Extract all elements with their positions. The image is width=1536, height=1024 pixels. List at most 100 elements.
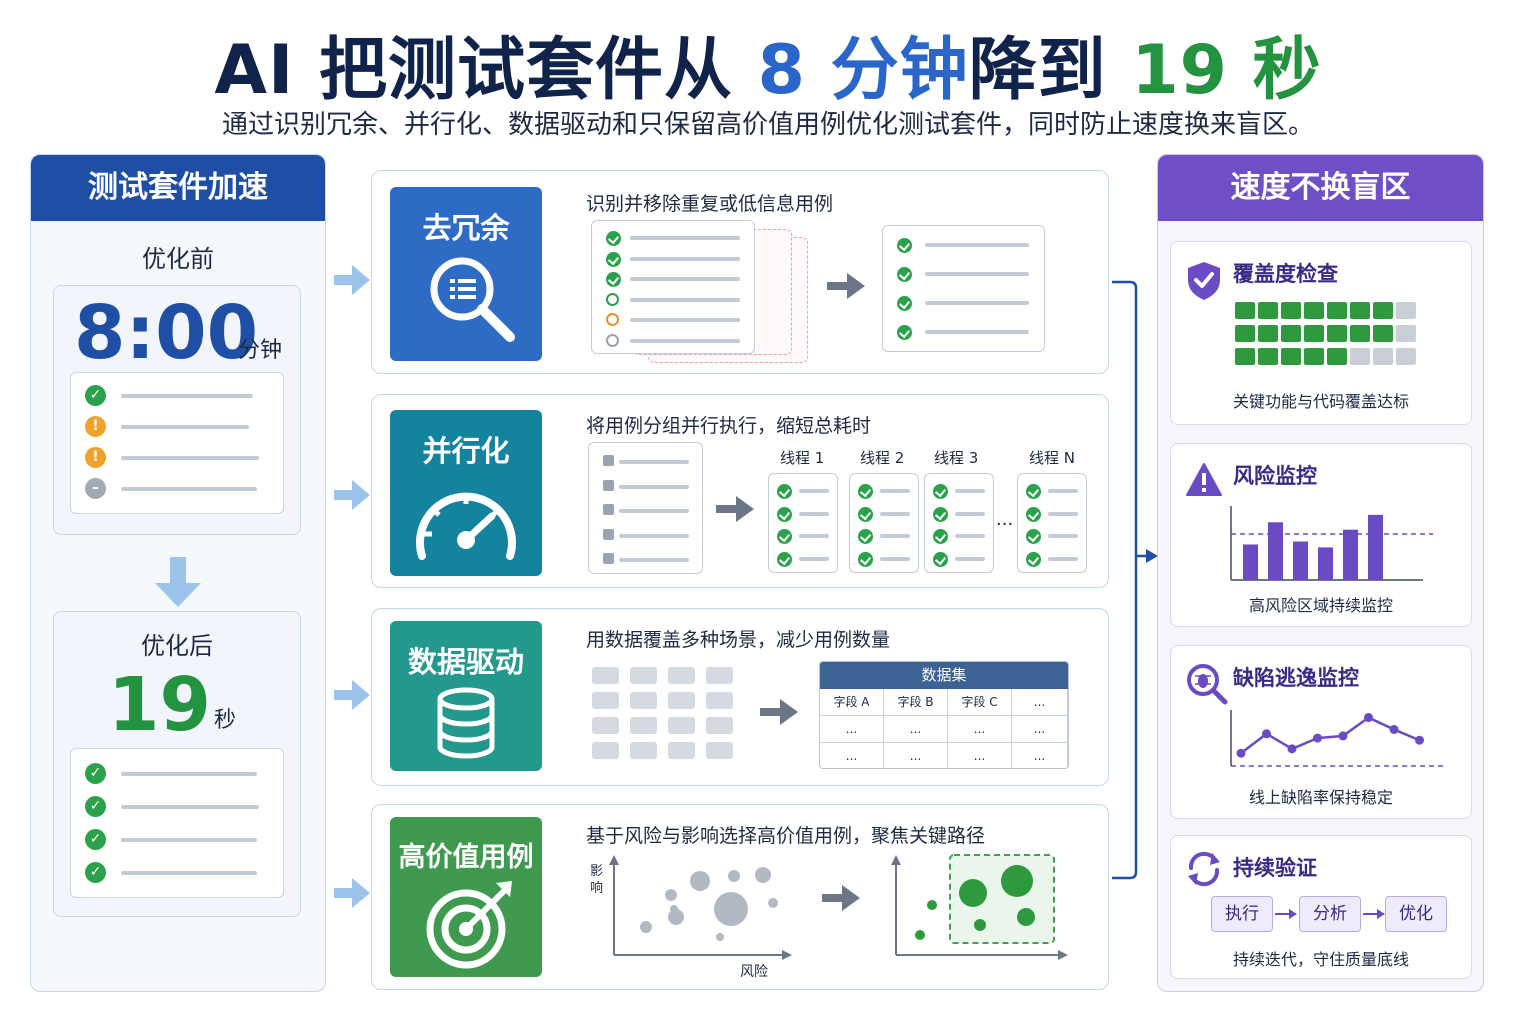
check-icon — [858, 506, 873, 522]
title-time-before: 8 分钟 — [757, 31, 969, 110]
thread-label-3: 线程 3 — [934, 449, 979, 467]
continuous-validation-card: 持续验证 执行 分析 优化 持续迭代，守住质量底线 — [1170, 835, 1472, 979]
database-icon — [437, 687, 495, 759]
list-line — [925, 243, 1029, 247]
status-check-icon: ✓ — [85, 385, 106, 406]
check-icon — [1026, 551, 1041, 567]
check-icon — [606, 231, 621, 246]
scenario-cell — [592, 667, 619, 684]
scenario-cell — [668, 717, 695, 734]
list-line — [630, 318, 740, 322]
defect-rate-point — [1415, 735, 1424, 745]
coverage-cell — [1304, 302, 1324, 319]
list-line — [630, 277, 740, 281]
coverage-cell — [1350, 302, 1370, 319]
ring-icon — [606, 292, 619, 306]
list-line — [955, 556, 985, 561]
scenario-cell — [706, 742, 733, 759]
coverage-check-caption: 关键功能与代码覆盖达标 — [1232, 392, 1409, 411]
scenario-cell — [630, 742, 657, 759]
check-icon — [1026, 529, 1041, 544]
warning-triangle-icon — [1186, 463, 1222, 496]
scenario-cell — [630, 717, 657, 734]
list-line — [630, 256, 740, 261]
test-item: ! — [85, 447, 271, 469]
coverage-cell — [1235, 325, 1255, 342]
check-icon — [933, 484, 948, 499]
risk-monitor-caption: 高风险区域持续监控 — [1248, 596, 1393, 615]
thread-ellipsis: ... — [996, 509, 1014, 530]
defect-escape-title: 缺陷逃逸监控 — [1233, 666, 1359, 690]
test-item-line — [121, 425, 249, 429]
defect-rate-point — [1389, 724, 1399, 734]
dataset-column-header: ... — [1012, 689, 1068, 716]
test-item: ✓ — [85, 862, 271, 884]
check-icon — [933, 529, 948, 544]
test-item: – — [85, 478, 271, 500]
before-box: 8:00 分钟 ✓!!– — [53, 285, 301, 535]
flow-step-analyze: 分析 — [1299, 896, 1361, 932]
dataset-column-header: 字段 B — [884, 689, 948, 716]
test-item: ✓ — [85, 385, 271, 407]
risk-axis-label: 风险 — [740, 964, 768, 980]
list-line — [880, 511, 910, 516]
check-icon — [606, 272, 621, 287]
dedup-title: 去冗余 — [422, 211, 510, 245]
bullet-icon — [603, 455, 614, 466]
after-unit: 秒 — [214, 708, 237, 733]
high-value-title: 高价值用例 — [398, 842, 534, 873]
target-icon — [426, 881, 512, 969]
ring-icon — [606, 333, 619, 347]
coverage-cell — [1258, 325, 1278, 342]
after-test-list: ✓✓✓✓ — [70, 748, 284, 898]
row-arrow-icon — [334, 876, 372, 910]
high-value-caption: 基于风险与影响选择高价值用例，聚焦关键路径 — [586, 825, 986, 847]
risk-bar — [1293, 541, 1308, 580]
list-line — [619, 509, 689, 513]
list-line — [1048, 534, 1078, 538]
test-item: ✓ — [85, 763, 271, 785]
test-item-line — [121, 394, 253, 398]
flow-step-execute: 执行 — [1211, 896, 1273, 932]
dataset-column-header: 字段 C — [948, 689, 1012, 716]
no-blind-spot-panel: 速度不换盲区 覆盖度检查 关键功能与代码覆盖达标 风险监控 高风险区域持续监控 — [1157, 154, 1484, 992]
defect-escape-caption: 线上缺陷率保持稳定 — [1248, 788, 1393, 807]
suite-acceleration-header: 测试套件加速 — [31, 155, 325, 221]
check-icon — [897, 238, 912, 253]
list-line — [619, 558, 689, 562]
thread-2-card — [849, 473, 919, 573]
scenario-cell — [668, 692, 695, 709]
check-icon — [897, 296, 912, 311]
coverage-cell — [1327, 302, 1347, 319]
dataset-title: 数据集 — [820, 662, 1068, 689]
risk-monitor-card: 风险监控 高风险区域持续监控 — [1170, 443, 1472, 627]
coverage-cell — [1373, 325, 1393, 342]
status-check-icon: ✓ — [85, 862, 106, 883]
flow-step-optimize: 优化 — [1385, 896, 1447, 932]
dataset-cell: ... — [820, 743, 884, 768]
status-warn-icon: ! — [85, 416, 106, 437]
scenario-cell — [706, 692, 733, 709]
list-line — [1048, 556, 1078, 561]
right-arrow-icon — [827, 273, 865, 299]
check-icon — [897, 267, 912, 282]
list-line — [1048, 511, 1078, 516]
check-icon — [777, 551, 792, 567]
source-test-list — [591, 220, 755, 354]
shield-check-icon — [1188, 262, 1220, 300]
list-line — [799, 511, 829, 516]
list-line — [619, 460, 689, 464]
bug-magnifier-icon — [1187, 664, 1228, 705]
risk-bar — [1368, 514, 1383, 580]
magnifier-list-icon — [430, 257, 515, 342]
list-line — [925, 330, 1029, 334]
coverage-cell — [1373, 302, 1393, 319]
test-item-line — [121, 456, 259, 460]
dataset-cell: ... — [820, 716, 884, 743]
row-arrow-icon — [334, 263, 372, 297]
list-line — [880, 489, 910, 493]
coverage-cell — [1235, 348, 1255, 365]
merge-connector — [1112, 280, 1158, 880]
row-dedup: 去冗余 识别并移除重复或低信息用例 — [371, 170, 1109, 374]
check-icon — [858, 529, 873, 544]
